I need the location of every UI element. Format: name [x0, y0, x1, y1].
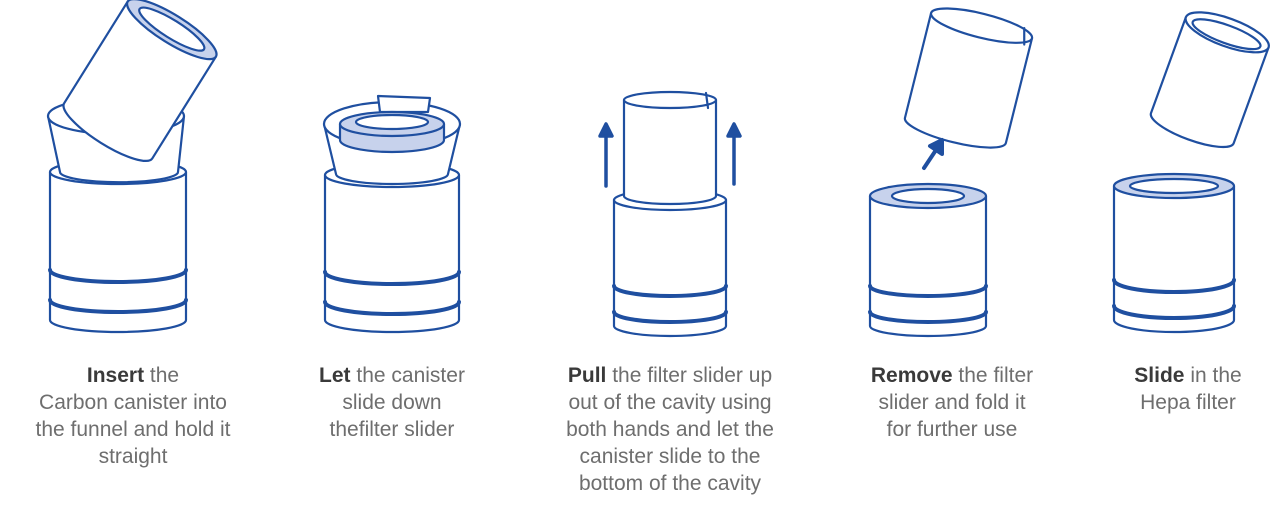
- step-5-first: in the: [1184, 364, 1242, 387]
- step-4-line: slider and fold it: [878, 391, 1026, 414]
- step-3-line: both hands and let the: [566, 418, 774, 441]
- step-2-illustration: [322, 94, 462, 334]
- arrow-diagonal-icon: [922, 138, 944, 170]
- arrow-up-icon: [726, 122, 742, 186]
- step-3-illustration: [612, 90, 728, 338]
- step-2-caption: Let the canister slide down thefilter sl…: [282, 362, 502, 443]
- step-5-bold: Slide: [1134, 364, 1185, 387]
- arrow-up-icon: [598, 122, 614, 188]
- step-5-caption: Slide in the Hepa filter: [1098, 362, 1278, 416]
- step-1-first: the: [144, 364, 180, 387]
- step-4-line: for further use: [886, 418, 1018, 441]
- step-4-illustration: [868, 7, 1034, 338]
- step-1-line: the funnel and hold it: [35, 418, 231, 441]
- step-5-illustration: [1112, 11, 1270, 334]
- step-4-bold: Remove: [870, 364, 953, 387]
- step-3-bold: Pull: [567, 364, 607, 387]
- step-3-first: the filter slider up: [606, 364, 773, 387]
- filter-installation-illustrations: [46, 0, 1270, 338]
- step-2-line: slide down: [342, 391, 442, 414]
- step-1-line: straight: [98, 445, 168, 468]
- step-3-line: canister slide to the: [579, 445, 761, 468]
- step-3-line: bottom of the cavity: [578, 472, 762, 495]
- step-4-caption: Remove the filter slider and fold it for…: [834, 362, 1070, 443]
- step-1-line: Carbon canister into: [39, 391, 227, 414]
- step-4-first: the filter: [952, 364, 1034, 387]
- step-1-bold: Insert: [86, 364, 145, 387]
- step-2-line: thefilter slider: [329, 418, 455, 441]
- step-2-bold: Let: [319, 364, 351, 387]
- step-5-line: Hepa filter: [1140, 391, 1236, 414]
- step-2-first: the canister: [350, 364, 465, 387]
- step-1-illustration: [46, 0, 218, 334]
- step-3-caption: Pull the filter slider up out of the cav…: [538, 362, 802, 497]
- step-1-caption: Insert the Carbon canister into the funn…: [0, 362, 266, 470]
- step-3-line: out of the cavity using: [568, 391, 772, 414]
